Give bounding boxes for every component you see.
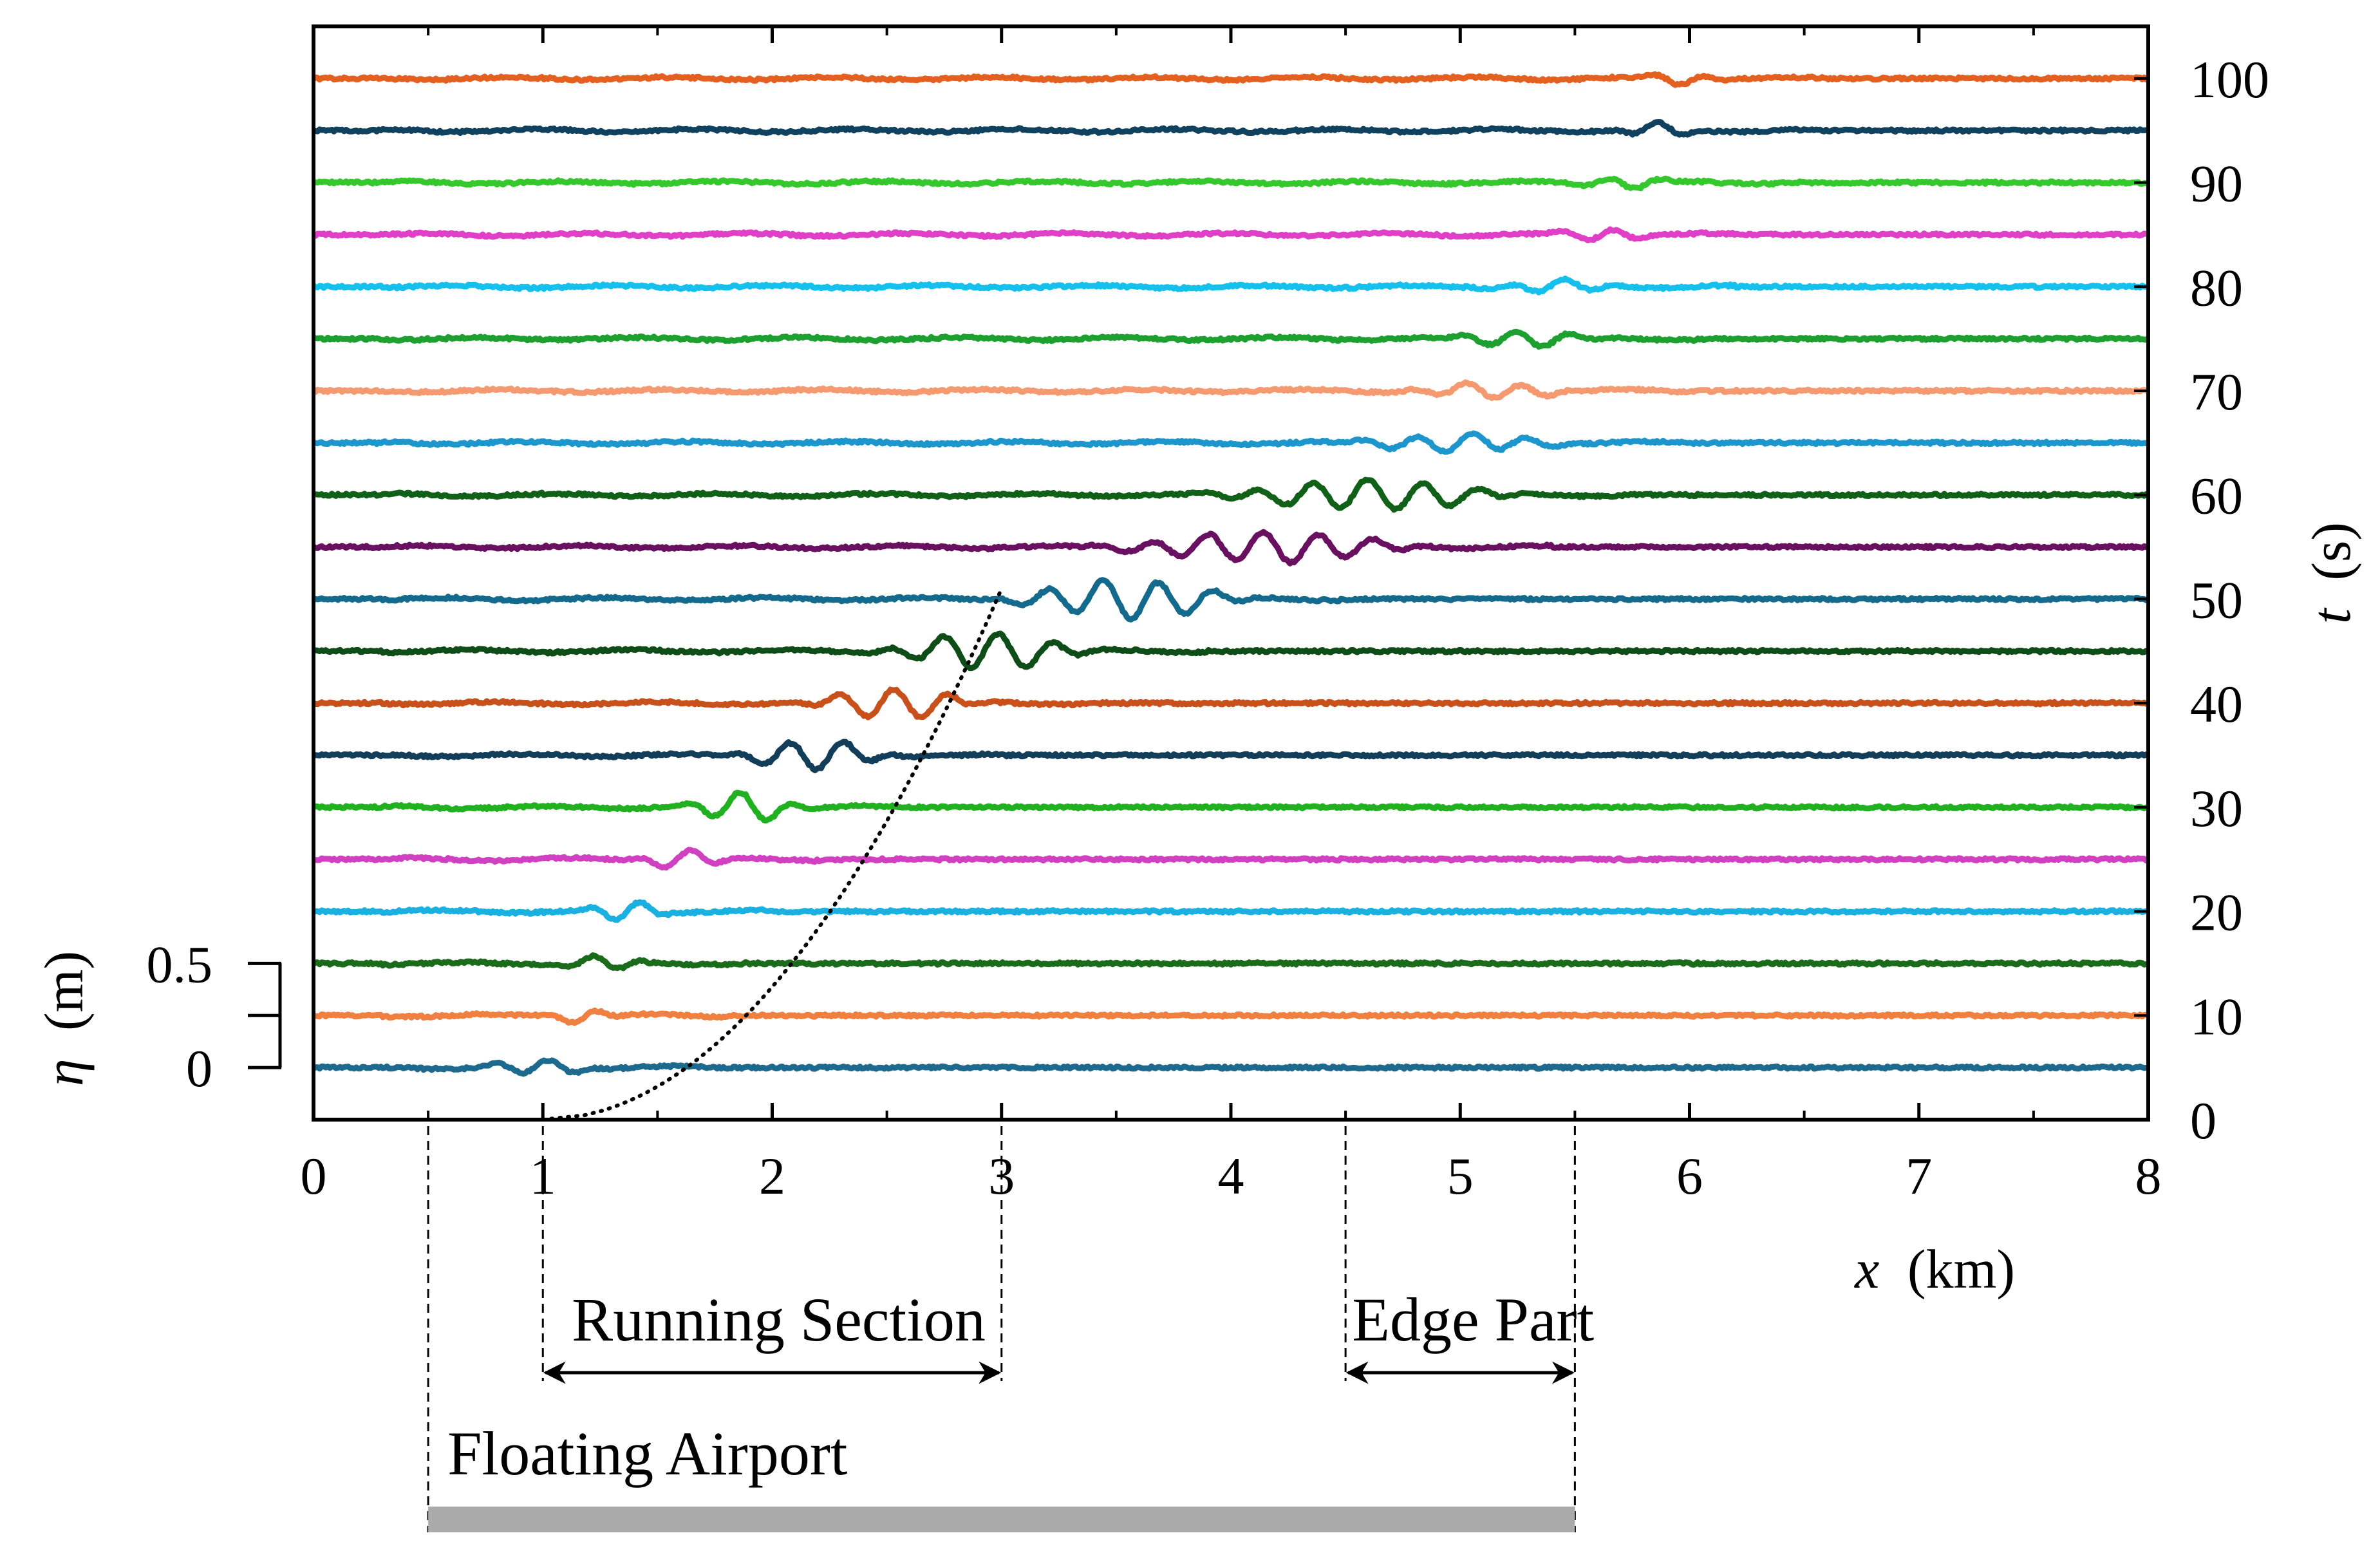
eta-scale: 00.5 — [147, 935, 282, 1098]
floating-airport-bar — [428, 1507, 1575, 1532]
t-tick-label: 100 — [2190, 50, 2269, 109]
x-tick-label: 2 — [759, 1147, 785, 1205]
trace-t-75 — [312, 328, 2151, 350]
t-axis-symbol: t — [2300, 607, 2362, 624]
trace-t-95 — [312, 119, 2150, 138]
t-tick-label: 20 — [2190, 883, 2243, 942]
trace-t-5 — [312, 1057, 2150, 1077]
trace-t-60 — [312, 476, 2150, 513]
front-curve-line — [541, 587, 1004, 1122]
x-axis-symbol: x — [1853, 1238, 1879, 1300]
trace-t-45 — [312, 630, 2150, 672]
trace-t-40 — [312, 686, 2150, 720]
t-tick-label: 80 — [2190, 258, 2243, 317]
x-tick-label: 7 — [1906, 1147, 1932, 1205]
eta-axis-title: η (m) — [33, 951, 95, 1086]
edge-part-label: Edge Part — [1352, 1285, 1594, 1354]
trace-t-30 — [312, 789, 2150, 823]
section-annotations: Running Section Edge Part Floating Airpo… — [427, 1126, 1595, 1532]
t-tick-label: 40 — [2190, 675, 2243, 733]
x-tick-label: 4 — [1218, 1147, 1244, 1205]
t-tick-label: 50 — [2190, 570, 2243, 629]
trace-t-15 — [311, 952, 2150, 972]
trace-t-80 — [312, 276, 2150, 296]
trace-t-10 — [312, 1007, 2150, 1026]
trace-t-55 — [312, 529, 2150, 567]
trace-t-50 — [312, 577, 2150, 623]
trace-t-35 — [312, 738, 2150, 773]
trace-t-65 — [312, 430, 2150, 455]
x-tick-label: 5 — [1447, 1147, 1474, 1205]
x-tick-label: 0 — [301, 1147, 327, 1205]
wave-front-curve — [541, 587, 1004, 1122]
t-axis-unit: (s) — [2300, 522, 2362, 581]
trace-t-70 — [311, 379, 2150, 401]
eta-axis-unit: (m) — [33, 951, 95, 1031]
running-section-label: Running Section — [572, 1285, 986, 1354]
t-tick-label: 0 — [2190, 1091, 2216, 1150]
trace-t-25 — [312, 847, 2150, 871]
eta-tick-label: 0 — [186, 1039, 212, 1098]
trace-t-90 — [312, 175, 2150, 191]
eta-tick-label: 0.5 — [147, 935, 213, 993]
t-tick-label: 70 — [2190, 362, 2243, 421]
x-tick-label: 8 — [2135, 1147, 2162, 1205]
trace-t-85 — [312, 226, 2150, 243]
t-tick-label: 90 — [2190, 155, 2243, 213]
x-axis-title: x (km) — [1853, 1238, 2015, 1300]
wave-traces — [311, 71, 2151, 1077]
t-tick-label: 30 — [2190, 779, 2243, 838]
eta-axis-symbol: η — [33, 1059, 95, 1087]
x-tick-label: 6 — [1676, 1147, 1703, 1205]
trace-t-100 — [312, 71, 2150, 88]
t-axis-title: t (s) — [2300, 522, 2362, 624]
trace-t-20 — [312, 899, 2150, 923]
t-axis-ticks: 0 10 20 30 40 50 60 70 80 90 100 — [2134, 50, 2269, 1150]
t-tick-label: 60 — [2190, 467, 2243, 525]
floating-airport-label: Floating Airport — [447, 1419, 848, 1488]
x-axis-unit: (km) — [1907, 1238, 2015, 1300]
t-tick-label: 10 — [2190, 987, 2243, 1046]
